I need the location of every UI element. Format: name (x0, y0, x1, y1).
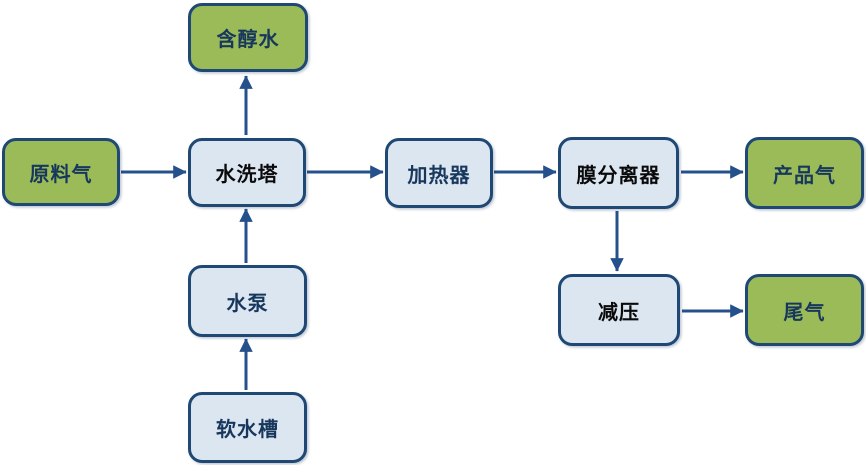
node-alcohol-water-label: 含醇水 (216, 29, 280, 51)
node-tail-gas: 尾气 (745, 274, 864, 346)
node-pressure-reduction: 减压 (558, 274, 680, 346)
node-product-gas-label: 产品气 (773, 164, 836, 187)
node-pressure-reduction-label: 减压 (598, 301, 640, 324)
node-heater: 加热器 (385, 138, 493, 208)
node-soft-water-tank: 软水槽 (188, 392, 307, 463)
node-water-pump: 水泵 (188, 265, 307, 337)
node-membrane-separator: 膜分离器 (558, 137, 679, 209)
node-feed-gas: 原料气 (2, 138, 120, 206)
node-wash-tower-label: 水洗塔 (215, 164, 279, 186)
node-water-pump-label: 水泵 (226, 292, 269, 315)
node-membrane-separator-label: 膜分离器 (576, 164, 661, 187)
node-heater-label: 加热器 (407, 164, 471, 187)
node-wash-tower: 水洗塔 (188, 138, 306, 207)
node-alcohol-water: 含醇水 (188, 3, 308, 72)
node-feed-gas-label: 原料气 (29, 163, 93, 186)
node-product-gas: 产品气 (745, 137, 864, 209)
node-soft-water-tank-label: 软水槽 (216, 419, 279, 441)
node-tail-gas-label: 尾气 (783, 301, 826, 324)
